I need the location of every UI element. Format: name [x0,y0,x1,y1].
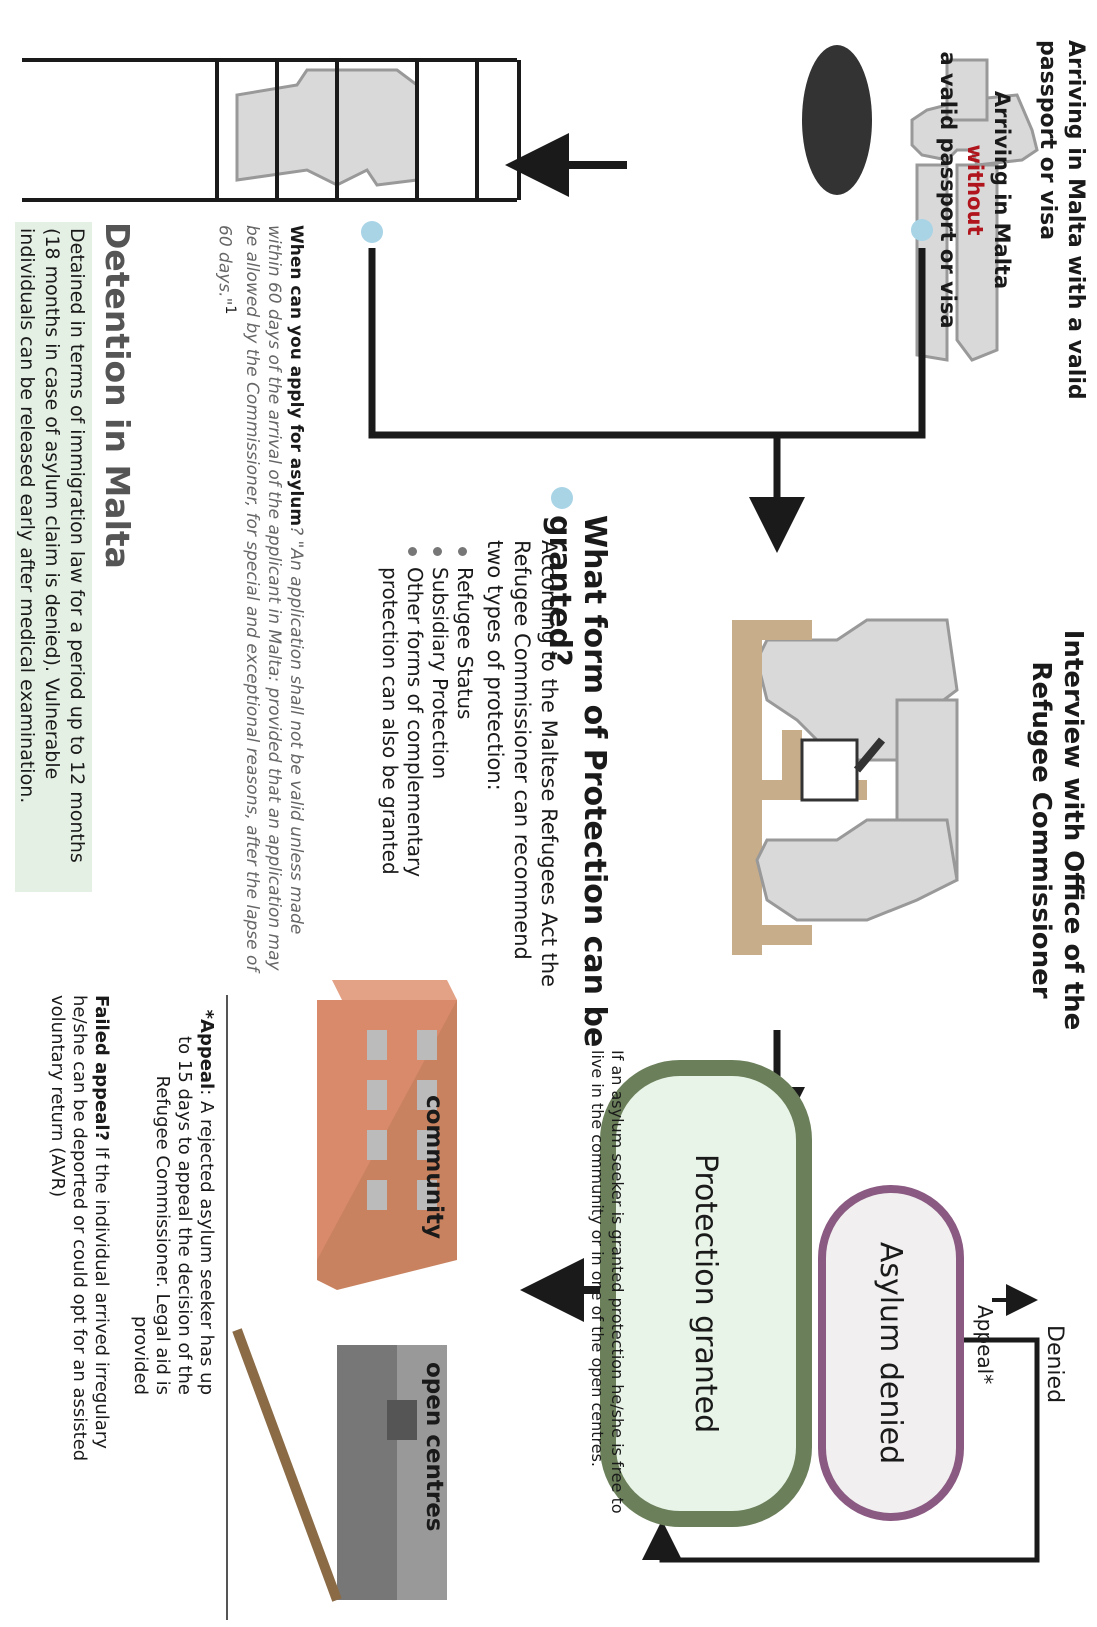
protection-item: Subsidiary Protection [427,545,452,965]
failed-appeal-note: Failed appeal? If the individual arrived… [46,995,112,1465]
arrival-without-label: Arriving in Malta without a valid passpo… [934,40,1015,340]
appeal-note-body: : A rejected asylum seeker has up to 15 … [130,1036,217,1395]
bullet-icon [408,547,417,556]
footnote-mark: 1 [222,305,238,315]
detention-cell [22,58,522,202]
interview-title: Interview with Office of the Refugee Com… [1026,629,1088,1031]
arrival-valid-label: Arriving in Malta with a valid passport … [1035,40,1088,400]
protection-granted-box: Protection granted [600,1060,812,1527]
protection-item-label: Refugee Status [453,567,477,720]
failed-appeal-label: Failed appeal? [91,995,112,1141]
protection-item: Refugee Status [452,545,477,965]
appeal-note: *Appeal: A rejected asylum seeker has up… [129,995,217,1395]
when-apply-text: When can you apply for asylum? "An appli… [213,225,307,985]
community-building [317,980,457,1290]
asylum-denied-box: Asylum denied [818,1185,964,1521]
connector-valid [368,248,926,439]
arrival-without-prefix: Arriving in Malta [990,90,1014,290]
dot-valid [911,219,933,241]
protection-granted-label: Protection granted [688,1153,724,1434]
protection-item: Other forms of complementary protection … [377,545,427,965]
open-centre-building [232,1328,447,1602]
open-centres-label: open centres [421,1362,447,1532]
interview-scene [732,618,959,955]
traveller-figure [910,58,1039,362]
when-apply-question: When can you apply for asylum [286,225,306,527]
free-to-live-note: If an asylum seeker is granted protectio… [588,1050,627,1514]
arrival-without-word: without [963,144,987,236]
denied-label: Denied [1042,1325,1067,1404]
protection-intro: According to the Maltese Refugees Act th… [483,540,561,988]
figure-shadow [802,45,872,195]
protection-item-label: Subsidiary Protection [428,567,452,780]
appeal-label: Appeal* [973,1305,997,1385]
dot-protection [551,487,573,509]
arrow-appeal-loop [642,1337,1040,1563]
community-label: community [421,1095,447,1239]
asylum-denied-label: Asylum denied [873,1241,909,1465]
bullet-icon [458,547,467,556]
detention-text: Detained in terms of immigration law for… [15,222,92,892]
detention-title: Detention in Malta [98,222,137,569]
protection-list: Refugee Status Subsidiary Protection Oth… [377,545,477,965]
appeal-note-label: *Appeal [196,1009,217,1090]
protection-item-label: Other forms of complementary protection … [378,567,427,878]
arrival-without-suffix: a valid passport or visa [936,51,960,329]
dot-without [361,221,383,243]
bullet-icon [433,547,442,556]
